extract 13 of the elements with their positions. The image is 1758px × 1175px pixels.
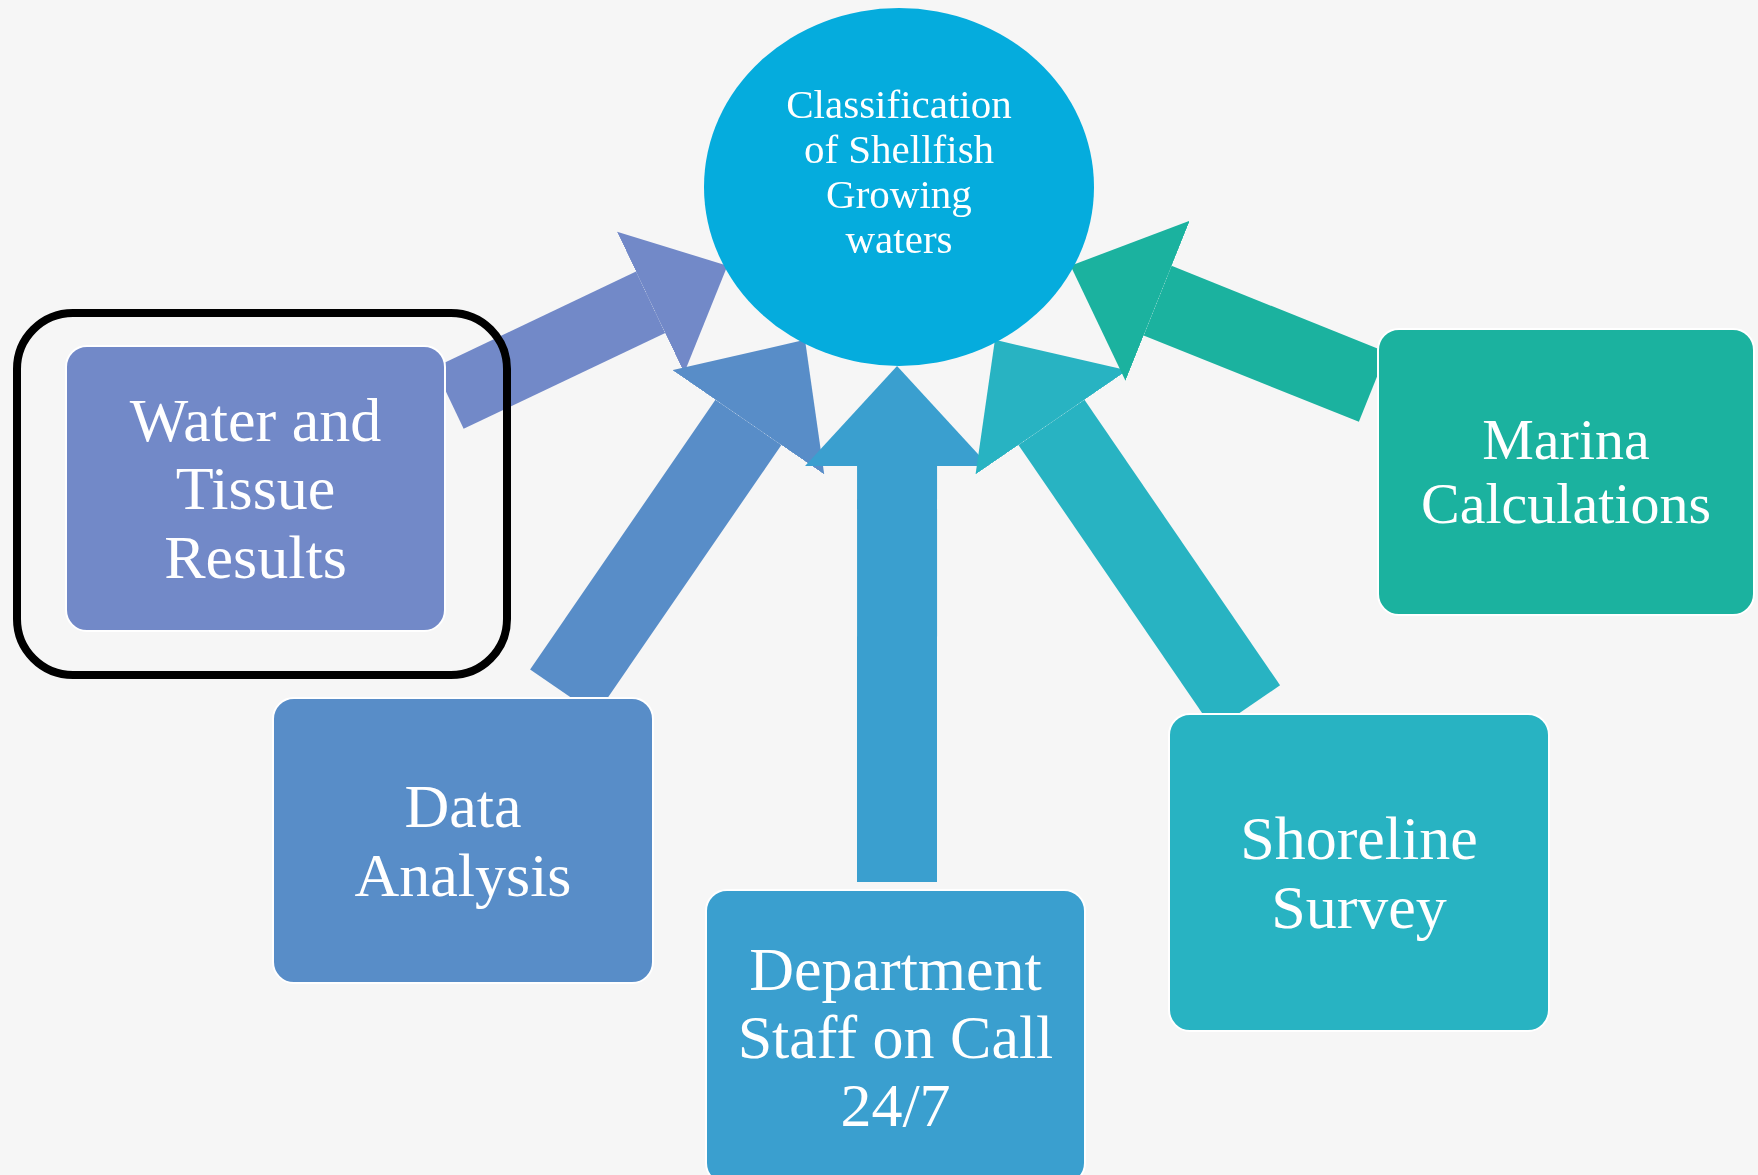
node-label: Classification of Shellfish Growing waters — [785, 81, 1013, 263]
rounded-box — [272, 697, 654, 984]
rounded-box — [1168, 713, 1550, 1032]
rounded-box — [65, 345, 446, 632]
rounded-box — [1377, 328, 1755, 616]
rounded-box — [705, 889, 1086, 1175]
node-label: Shoreline Survey — [1239, 804, 1479, 941]
highlight-outline — [13, 309, 511, 679]
block-arrow — [805, 366, 990, 882]
node-label: Department Staff on Call 24/7 — [736, 934, 1055, 1140]
node-label: Data Analysis — [353, 772, 573, 909]
node-label: Water and Tissue Results — [128, 386, 383, 591]
node-label: Marina Calculations — [1420, 408, 1712, 536]
